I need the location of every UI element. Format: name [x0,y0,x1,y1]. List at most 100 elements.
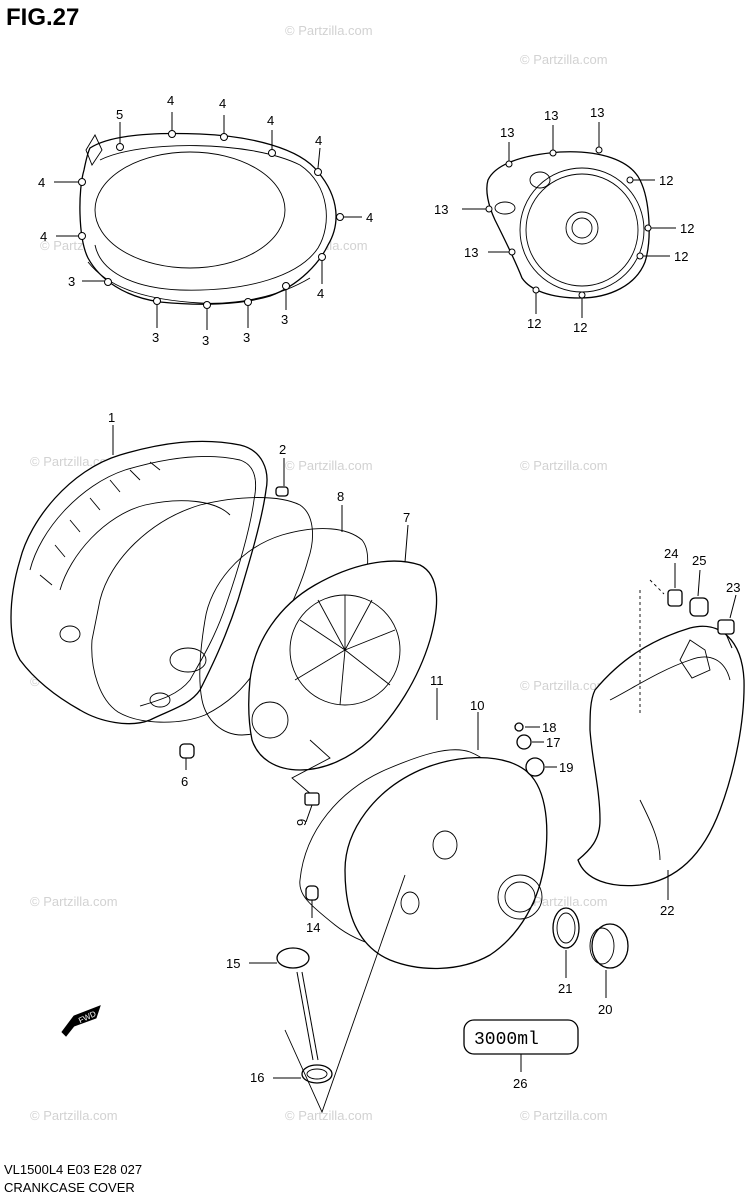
bolt-hole [220,133,228,141]
callout-3: 3 [68,274,75,289]
bolt-hole [595,146,603,154]
part-1-crankcase-cover: 1 [10,410,268,725]
generator-boss [494,201,516,215]
clutch-cover-bolt-pattern: 5 4 4 4 4 4 4 3 3 3 3 3 4 4 [38,93,373,348]
callout-3: 3 [152,330,159,345]
bolt-hole [532,286,540,294]
cover-boss [169,647,207,673]
generator-cover-bolt-pattern: 13 13 13 12 12 12 12 12 13 13 [434,105,694,335]
callout-4: 4 [267,113,274,128]
part-23-bolt: 23 [717,580,740,649]
callout-6: 6 [181,774,188,789]
bolt-hole [116,143,124,151]
callout-21: 21 [558,981,572,996]
generator-cover-port [504,881,536,913]
cover-boss [59,625,81,643]
callout-13: 13 [590,105,604,120]
callout-13: 13 [500,125,514,140]
part-15-dipstick: 15 [226,947,319,1061]
generator-hub [565,211,599,245]
callout-4: 4 [366,210,373,225]
cover-ribs [39,461,161,586]
callout-3: 3 [202,333,209,348]
callout-26: 26 [513,1076,527,1091]
bolt-hole [314,168,322,176]
bolt-hole [78,178,86,186]
bolt-23-head [717,619,735,635]
callout-4: 4 [40,229,47,244]
part-19-plug [525,757,545,777]
parts-17-18-19: 18 17 19 [514,720,573,777]
callout-2: 2 [279,442,286,457]
inner-cover-body [248,560,438,771]
generator-hub [571,217,593,239]
part-24-bolt: 24 [649,546,683,607]
callout-24: 24 [664,546,678,561]
bolt-24 [667,589,683,607]
callout-4: 4 [167,93,174,108]
generator-boss [529,171,551,189]
callout-3: 3 [281,312,288,327]
clutch-cover-window [94,151,286,269]
callout-12: 12 [659,173,673,188]
bolt-hole [485,205,493,213]
plug-6 [179,743,195,759]
callout-3: 3 [243,330,250,345]
part-18-ring [514,722,524,732]
bolt-hole [578,291,586,299]
part-20-plug: 20 [589,923,629,1017]
watermark-text: © Partzilla.com [30,894,118,909]
bolt-hole [644,224,652,232]
bolt-hole [282,282,290,290]
outer-cover-22-detail [609,656,731,701]
watermark-text: © Partzilla.com [285,458,373,473]
figure-title: FIG.27 [6,4,80,31]
callout-15: 15 [226,956,240,971]
bolt-holes [78,130,344,309]
bolt-hole [78,232,86,240]
callout-13: 13 [464,245,478,260]
bolt-hole [318,253,326,261]
callout-20: 20 [598,1002,612,1017]
bolt-hole [203,301,211,309]
outer-cover-22-detail [679,639,711,679]
watermark-text: © Partzilla.com [285,23,373,38]
o-ring-21-inner [556,912,576,944]
callout-22: 22 [660,903,674,918]
clutch-cover-outline [79,132,337,305]
leader-lines [54,112,362,330]
reference-lines [284,874,406,1114]
callout-12: 12 [527,316,541,331]
watermark-text: © Partzilla.com [520,1108,608,1123]
callout-13: 13 [434,202,448,217]
callout-16: 16 [250,1070,264,1085]
part-21-o-ring: 21 [552,907,580,996]
cover-boss [149,692,171,708]
watermark-text: © Partzilla.com [285,1108,373,1123]
leader-lines [462,122,676,318]
o-ring-16 [301,1064,333,1084]
callout-8: 8 [337,489,344,504]
part-25-grommet: 25 [689,553,709,617]
generator-rotor-ring [525,173,639,287]
fwd-arrow-shape [61,1005,101,1037]
callout-13: 13 [544,108,558,123]
o-ring-16-inner [306,1068,328,1080]
bolt-hole [153,297,161,305]
part-9-bolt: 9 [294,792,320,826]
callout-11: 11 [430,673,444,688]
crankcase-cover-rim [29,455,257,707]
fwd-arrow: FWD [61,1005,101,1037]
bolt-hole [626,176,634,184]
fwd-label: FWD [77,1009,98,1025]
callout-12: 12 [680,221,694,236]
callout-12: 12 [674,249,688,264]
diagram-caption: CRANKCASE COVER [4,1180,135,1195]
watermark-text: © Partzilla.com [520,458,608,473]
bolt-9-head [304,792,320,806]
oil-label-text: 3000ml [474,1030,539,1050]
bolt-hole [505,160,513,168]
callout-5: 5 [116,107,123,122]
bolt-hole [268,149,276,157]
callout-23: 23 [726,580,740,595]
